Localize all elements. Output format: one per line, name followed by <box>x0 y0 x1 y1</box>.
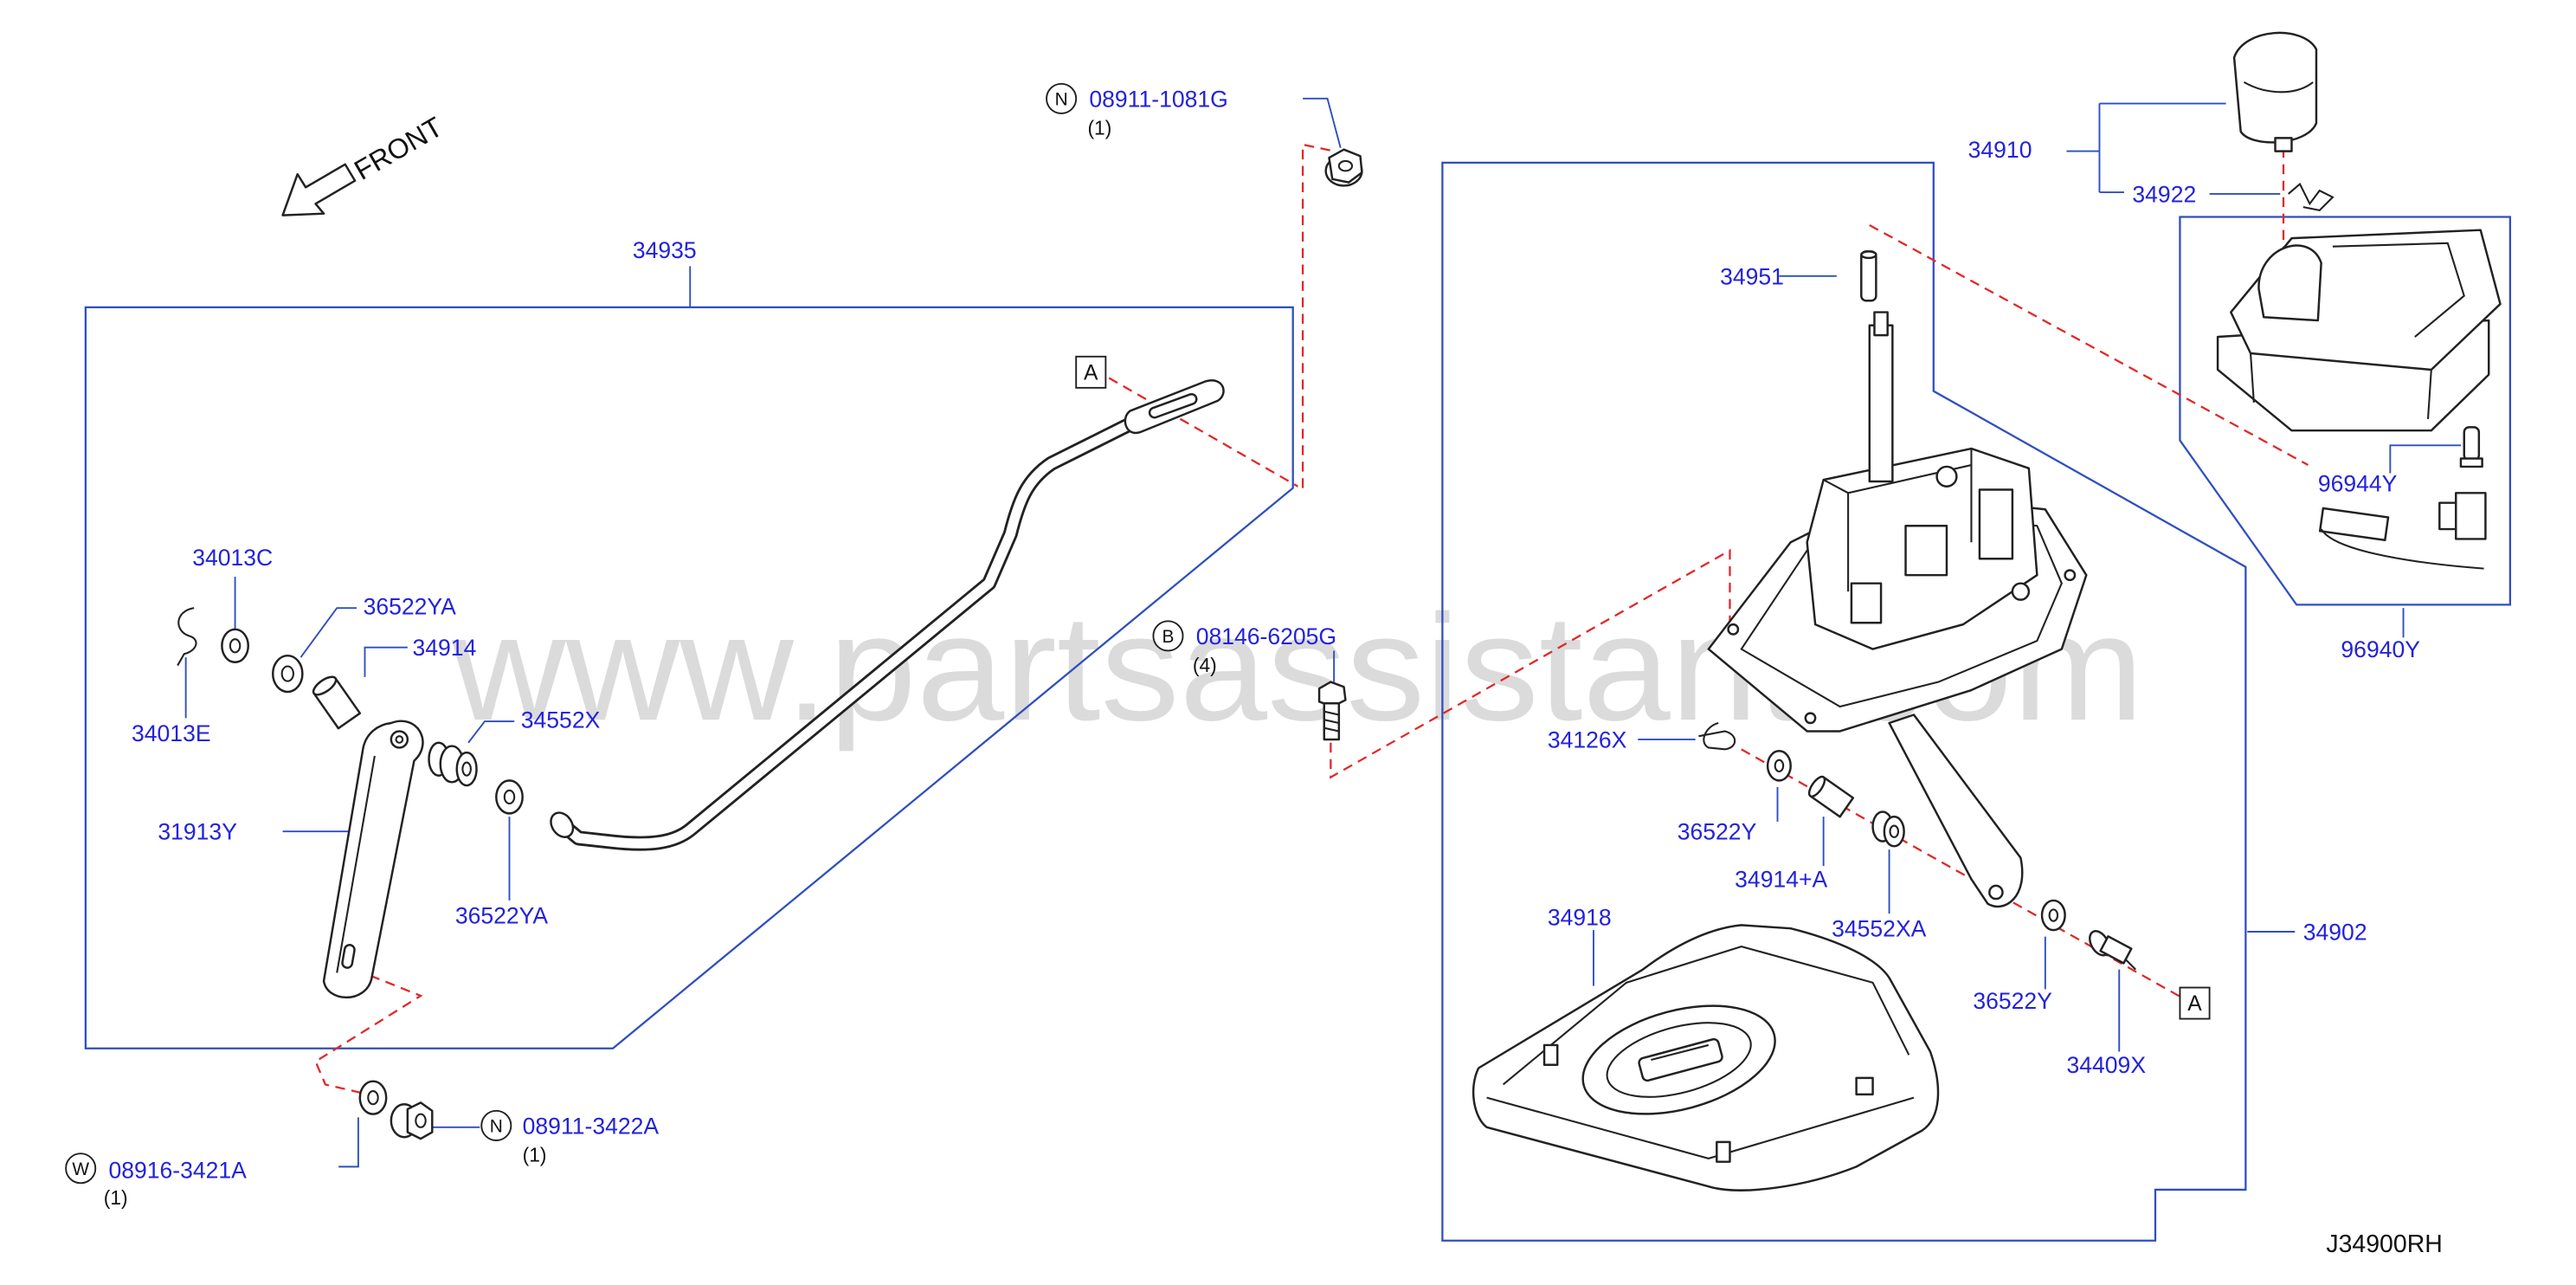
callout-34013e: 34013E <box>132 720 211 746</box>
bolt-part-number: 08146-6205G <box>1196 623 1336 649</box>
washer-bottom-part-number: 08916-3421A <box>108 1158 247 1184</box>
washer-36522y-lower <box>2040 899 2066 932</box>
control-rod-34935 <box>550 379 1225 851</box>
washer-08916-3421a <box>358 1080 388 1115</box>
nut-08911-1081g <box>1324 148 1363 187</box>
callout-36522y-lower: 36522Y <box>1973 988 2052 1014</box>
callout-36522y-upper: 36522Y <box>1678 819 1757 845</box>
nut-bottom-symbol: N <box>490 1117 503 1137</box>
assembly-outline-34935 <box>84 306 1294 1049</box>
ref-a-bottom-box <box>2179 986 2211 1020</box>
bolt-symbol-circle <box>1152 620 1184 652</box>
callout-96940y: 96940Y <box>2341 636 2420 662</box>
callout-34914: 34914 <box>413 635 477 661</box>
callout-34935: 34935 <box>633 237 697 263</box>
washer-bottom-symbol: W <box>72 1159 89 1179</box>
ref-a-bottom: A <box>2187 992 2202 1016</box>
bolt-symbol: B <box>1162 627 1175 647</box>
callout-34910: 34910 <box>1968 137 2032 163</box>
pin-34951 <box>1860 250 1877 302</box>
harness-96940y <box>2318 492 2487 570</box>
nut-top-part-number: 08911-1081G <box>1089 86 1227 112</box>
callout-36522ya-lower: 36522YA <box>455 903 549 929</box>
callout-34552xa: 34552XA <box>1832 916 1927 942</box>
callout-36522ya-upper: 36522YA <box>364 594 457 620</box>
leader-lines <box>184 97 2461 1168</box>
bolt-08146-6205g <box>1317 681 1347 741</box>
assembly-outline-34902 <box>1441 161 2247 1242</box>
knob-34910 <box>2232 31 2318 152</box>
callout-34914a: 34914+A <box>1735 867 1827 893</box>
nut-top-quantity: (1) <box>1087 117 1111 139</box>
nut-bottom-part-number: 08911-3422A <box>523 1113 660 1139</box>
shift-lever-device-34902 <box>1707 311 2088 908</box>
bushing-34914a <box>1807 775 1855 818</box>
ref-a-top-box <box>1075 355 1107 389</box>
pin-34409x <box>2089 930 2136 971</box>
boot-34918 <box>1472 924 1940 1191</box>
callout-34918: 34918 <box>1548 904 1612 930</box>
front-arrow-icon <box>281 163 357 216</box>
washer-36522y-upper <box>1766 750 1792 782</box>
console-finisher-96940y <box>2216 229 2502 432</box>
clip-34126x <box>1698 721 1736 751</box>
callout-34951: 34951 <box>1720 263 1784 289</box>
callout-31913y: 31913Y <box>158 819 237 845</box>
bolt-quantity: (4) <box>1193 654 1217 676</box>
drawing-code: J34900RH <box>2326 1230 2442 1258</box>
callout-34922: 34922 <box>2132 181 2196 207</box>
washer-bottom-quantity: (1) <box>104 1186 128 1209</box>
callout-34126x: 34126X <box>1548 726 1627 752</box>
assembly-outline-96940y <box>2179 216 2512 606</box>
washer-34013c <box>221 628 249 664</box>
front-label: FRONT <box>349 111 448 186</box>
clip-34922 <box>2288 182 2334 212</box>
nut-bottom-quantity: (1) <box>523 1144 547 1166</box>
washer-36522ya-upper <box>271 654 304 694</box>
grommet-34552x <box>428 741 478 787</box>
ref-a-top: A <box>1084 361 1098 384</box>
callout-34552x: 34552X <box>521 707 601 733</box>
callout-34409x: 34409X <box>2067 1052 2147 1078</box>
grommet-34552xa <box>1871 810 1905 848</box>
bushing-34914 <box>312 675 362 730</box>
nut-top-symbol: N <box>1055 89 1068 109</box>
nut-bottom-symbol-circle <box>480 1109 512 1141</box>
callout-34013c: 34013C <box>192 545 273 571</box>
washer-bottom-symbol-circle <box>65 1153 97 1185</box>
nut-top-symbol-circle <box>1046 82 1078 114</box>
clip-34013e <box>177 607 197 667</box>
bulb-96944y <box>2459 426 2483 468</box>
callout-34902: 34902 <box>2303 919 2367 945</box>
callout-96944y: 96944Y <box>2318 470 2398 496</box>
nut-08911-3422a <box>390 1101 434 1140</box>
washer-36522ya-lower <box>495 779 524 815</box>
lever-31913y <box>322 720 424 999</box>
